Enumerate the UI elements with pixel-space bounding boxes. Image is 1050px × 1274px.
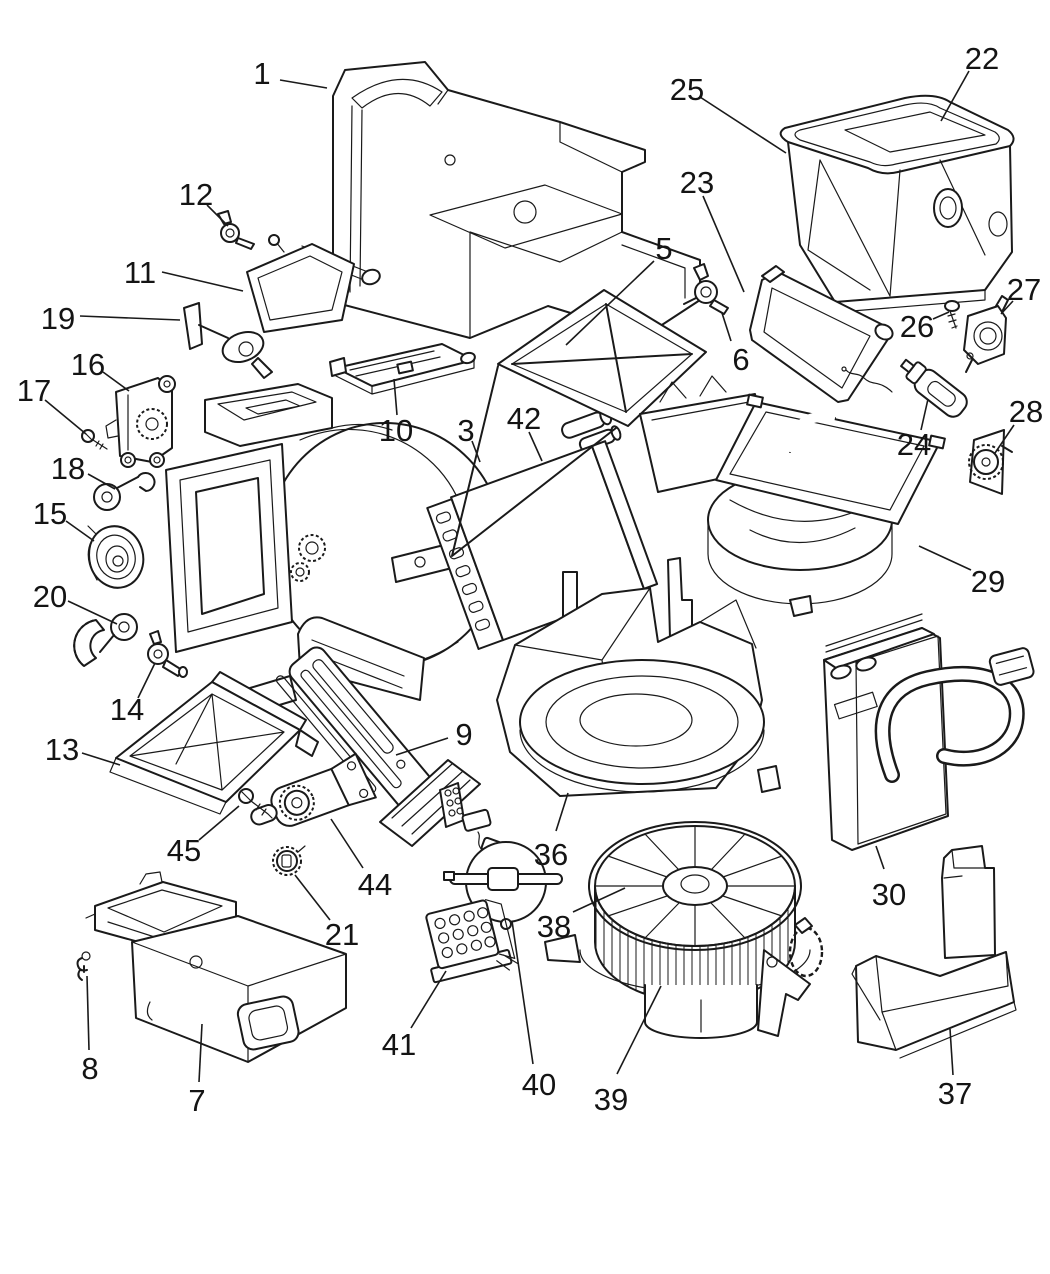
callout-8: 8 — [81, 1051, 98, 1086]
callout-13: 13 — [45, 732, 79, 767]
callout-18: 18 — [51, 451, 85, 486]
callout-24: 24 — [897, 427, 931, 462]
leader-lines — [44, 70, 1015, 1083]
callout-9: 9 — [455, 717, 472, 752]
callout-20: 20 — [33, 579, 67, 614]
callout-44: 44 — [358, 867, 392, 902]
part-27-pivot-bracket — [963, 295, 1009, 373]
callout-7: 7 — [188, 1083, 205, 1118]
callout-28: 28 — [1009, 394, 1043, 429]
callout-42: 42 — [507, 401, 541, 436]
part-36-lower-intake-housing — [496, 557, 781, 797]
part-8-clip — [76, 951, 91, 981]
part-37-mounting-bracket-box — [851, 845, 1017, 1059]
callout-26: 26 — [900, 309, 934, 344]
part-23-seal-frame — [749, 265, 894, 403]
part-mode-door-ribbed — [379, 759, 481, 847]
callout-6: 6 — [732, 342, 749, 377]
callout-14: 14 — [110, 692, 144, 727]
callout-15: 15 — [33, 496, 67, 531]
part-22-recirculation-housing — [779, 94, 1015, 313]
callout-17: 17 — [17, 373, 51, 408]
callout-25: 25 — [670, 72, 704, 107]
callout-41: 41 — [382, 1027, 416, 1062]
callout-3: 3 — [457, 413, 474, 448]
part-42-heater-core — [426, 407, 659, 650]
callout-16: 16 — [71, 347, 105, 382]
callout-29: 29 — [971, 564, 1005, 599]
callout-30: 30 — [872, 877, 906, 912]
part-5-filter-panel — [451, 289, 707, 557]
part-24-aspirator-sensor — [841, 358, 968, 418]
part-18-crank-link — [93, 472, 156, 511]
part-21-gear — [272, 845, 306, 876]
callout-39: 39 — [594, 1082, 628, 1117]
callout-23: 23 — [680, 165, 714, 200]
part-29-upper-intake-housing — [639, 375, 946, 617]
part-7-floor-duct — [85, 871, 347, 1063]
part-20-sector-gear-link — [73, 613, 138, 667]
part-26-screw — [944, 300, 960, 329]
part-44-actuator-cam — [250, 752, 377, 827]
part-40-vacuum-actuator — [443, 808, 563, 930]
callout-12: 12 — [179, 177, 213, 212]
part-39-blower-motor-assembly — [544, 821, 824, 1039]
callout-10: 10 — [379, 413, 413, 448]
callout-40: 40 — [522, 1067, 556, 1102]
part-45-screw — [238, 788, 273, 819]
callout-labels: 1 12 11 19 16 17 18 15 20 14 13 45 44 21… — [17, 41, 1043, 1118]
callout-36: 36 — [534, 837, 568, 872]
callout-27: 27 — [1007, 272, 1041, 307]
callout-11: 11 — [124, 255, 156, 290]
fan-spokes — [594, 825, 796, 947]
callout-21: 21 — [325, 917, 359, 952]
callout-45: 45 — [167, 833, 201, 868]
callout-38: 38 — [537, 909, 571, 944]
part-28-cam-plate — [968, 429, 1013, 495]
part-14-valve-plug — [147, 630, 188, 678]
part-15-clock-spring — [87, 525, 145, 589]
callout-37: 37 — [938, 1076, 972, 1111]
part-6-vacuum-valve — [683, 263, 729, 315]
part-12-sensor-plug — [217, 210, 255, 250]
callout-22: 22 — [965, 41, 999, 76]
callout-19: 19 — [41, 301, 75, 336]
part-10-damper-door — [329, 343, 476, 395]
part-19-control-lever — [183, 302, 273, 379]
callout-5: 5 — [655, 231, 672, 266]
part-1-heater-housing-half — [332, 61, 701, 339]
part-11-support-frame — [246, 234, 381, 333]
part-30-evaporator — [823, 613, 1035, 851]
part-16-actuator-bracket — [105, 375, 176, 468]
part-3-heater-distribution-housing — [165, 383, 504, 713]
part-13-lower-distribution-tray — [109, 671, 319, 815]
part-41-blower-resistor — [425, 899, 519, 984]
callout-1: 1 — [253, 56, 270, 91]
